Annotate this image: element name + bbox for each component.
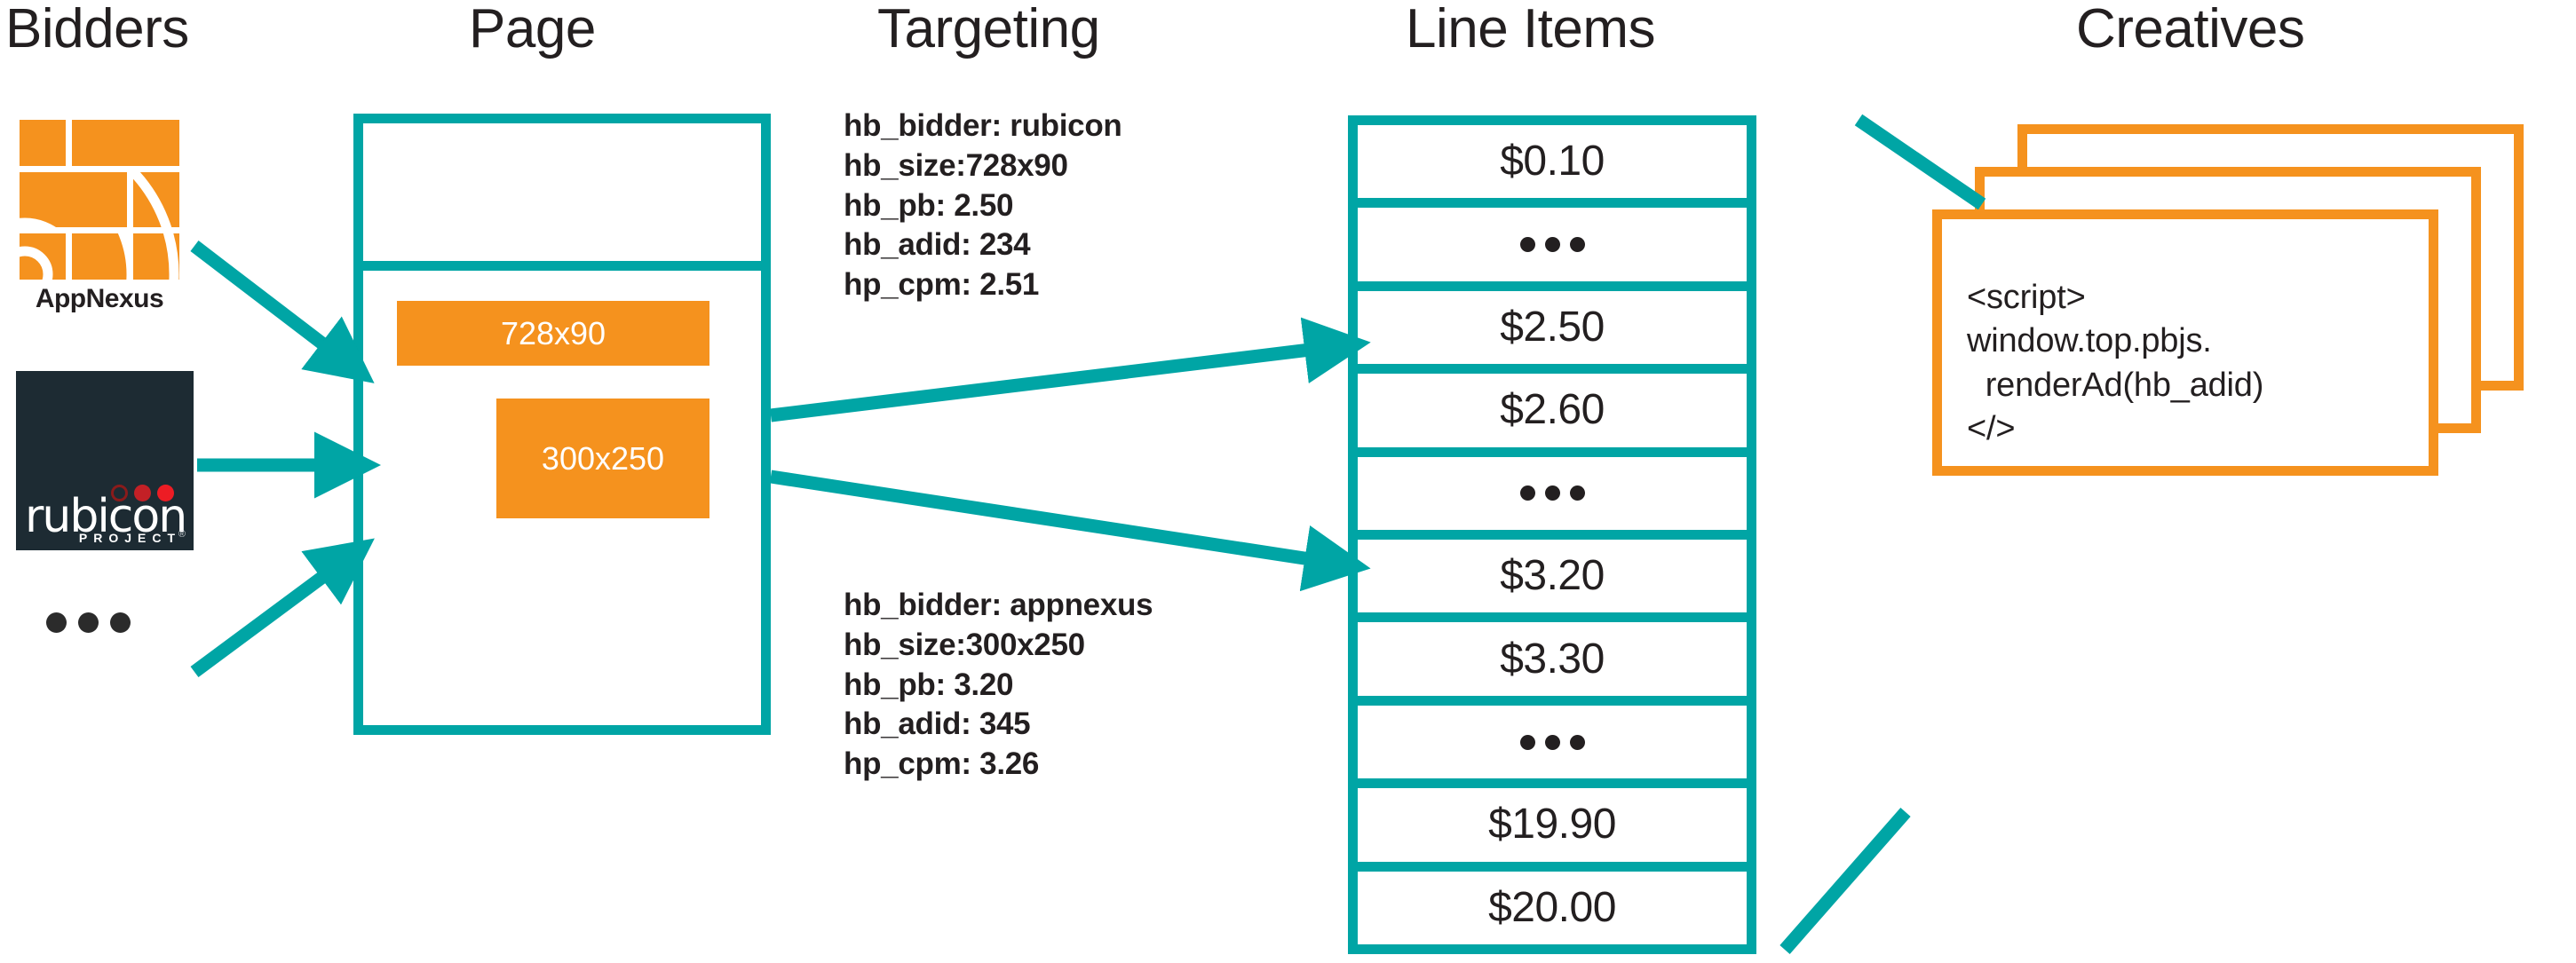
page-box: 728x90 300x250	[353, 114, 771, 735]
rubicon-project-logo: rubicon ® PROJECT	[16, 371, 194, 550]
appnexus-logo-label: AppNexus	[35, 284, 164, 313]
line-item-value: $20.00	[1488, 883, 1616, 931]
ad-slot-300x250[interactable]: 300x250	[496, 399, 709, 518]
page-header-divider	[363, 261, 761, 271]
line-item-value: $0.10	[1500, 138, 1605, 185]
bidders-more-ellipsis-icon	[46, 612, 131, 633]
rubicon-subtext: PROJECT	[78, 531, 181, 545]
line-item-ellipsis-icon	[1519, 237, 1585, 253]
column-heading-targeting: Targeting	[877, 0, 1100, 59]
line-item-row[interactable]	[1358, 705, 1747, 789]
creative-code-snippet: <script> window.top.pbjs. renderAd(hb_ad…	[1967, 279, 2264, 448]
line-item-value: $3.30	[1500, 635, 1605, 683]
line-item-value: $3.20	[1500, 552, 1605, 600]
ad-slot-728x90[interactable]: 728x90	[397, 301, 709, 366]
appnexus-logo	[20, 120, 179, 280]
column-heading-bidders: Bidders	[5, 0, 189, 59]
line-item-row[interactable]: $3.20	[1358, 540, 1747, 623]
line-item-row[interactable]: $2.60	[1358, 374, 1747, 457]
registered-mark-icon: ®	[178, 529, 186, 540]
targeting-keyvalues-rubicon: hb_bidder: rubicon hb_size:728x90 hb_pb:…	[844, 108, 1122, 303]
line-item-row[interactable]: $19.90	[1358, 788, 1747, 872]
creative-card-front[interactable]: <script> window.top.pbjs. renderAd(hb_ad…	[1932, 209, 2438, 476]
rubicon-dots	[111, 485, 174, 501]
line-item-row[interactable]: $3.30	[1358, 622, 1747, 706]
line-item-row[interactable]: $0.10	[1358, 125, 1747, 209]
line-item-ellipsis-icon	[1519, 485, 1585, 501]
arrow-page-to-lineitem-250	[770, 317, 1371, 422]
line-item-ellipsis-icon	[1519, 734, 1585, 750]
column-heading-creatives: Creatives	[2076, 0, 2305, 59]
targeting-keyvalues-appnexus: hb_bidder: appnexus hb_size:300x250 hb_p…	[844, 588, 1153, 782]
line-item-row[interactable]: $2.50	[1358, 290, 1747, 375]
line-item-row[interactable]	[1358, 208, 1747, 291]
arrow-appnexus-to-page	[190, 241, 375, 383]
creatives-stack: <script> window.top.pbjs. renderAd(hb_ad…	[1932, 124, 2554, 476]
line-item-value: $2.50	[1500, 304, 1605, 351]
rubicon-wordmark: rubicon	[25, 490, 187, 543]
arrow-more-bidders-to-page	[190, 538, 375, 678]
line-item-value: $2.60	[1500, 386, 1605, 434]
line-lineitem-to-creative-bottom	[1779, 808, 1911, 954]
line-item-row[interactable]	[1358, 456, 1747, 541]
line-item-row[interactable]: $20.00	[1358, 871, 1747, 945]
column-heading-lineitems: Line Items	[1406, 0, 1656, 59]
line-items-table: $0.10 $2.50 $2.60 $3.20 $3.30 $19.90 $20…	[1348, 115, 1756, 954]
arrow-page-to-lineitem-320	[769, 470, 1371, 592]
column-heading-page: Page	[469, 0, 596, 59]
line-item-value: $19.90	[1488, 801, 1616, 849]
